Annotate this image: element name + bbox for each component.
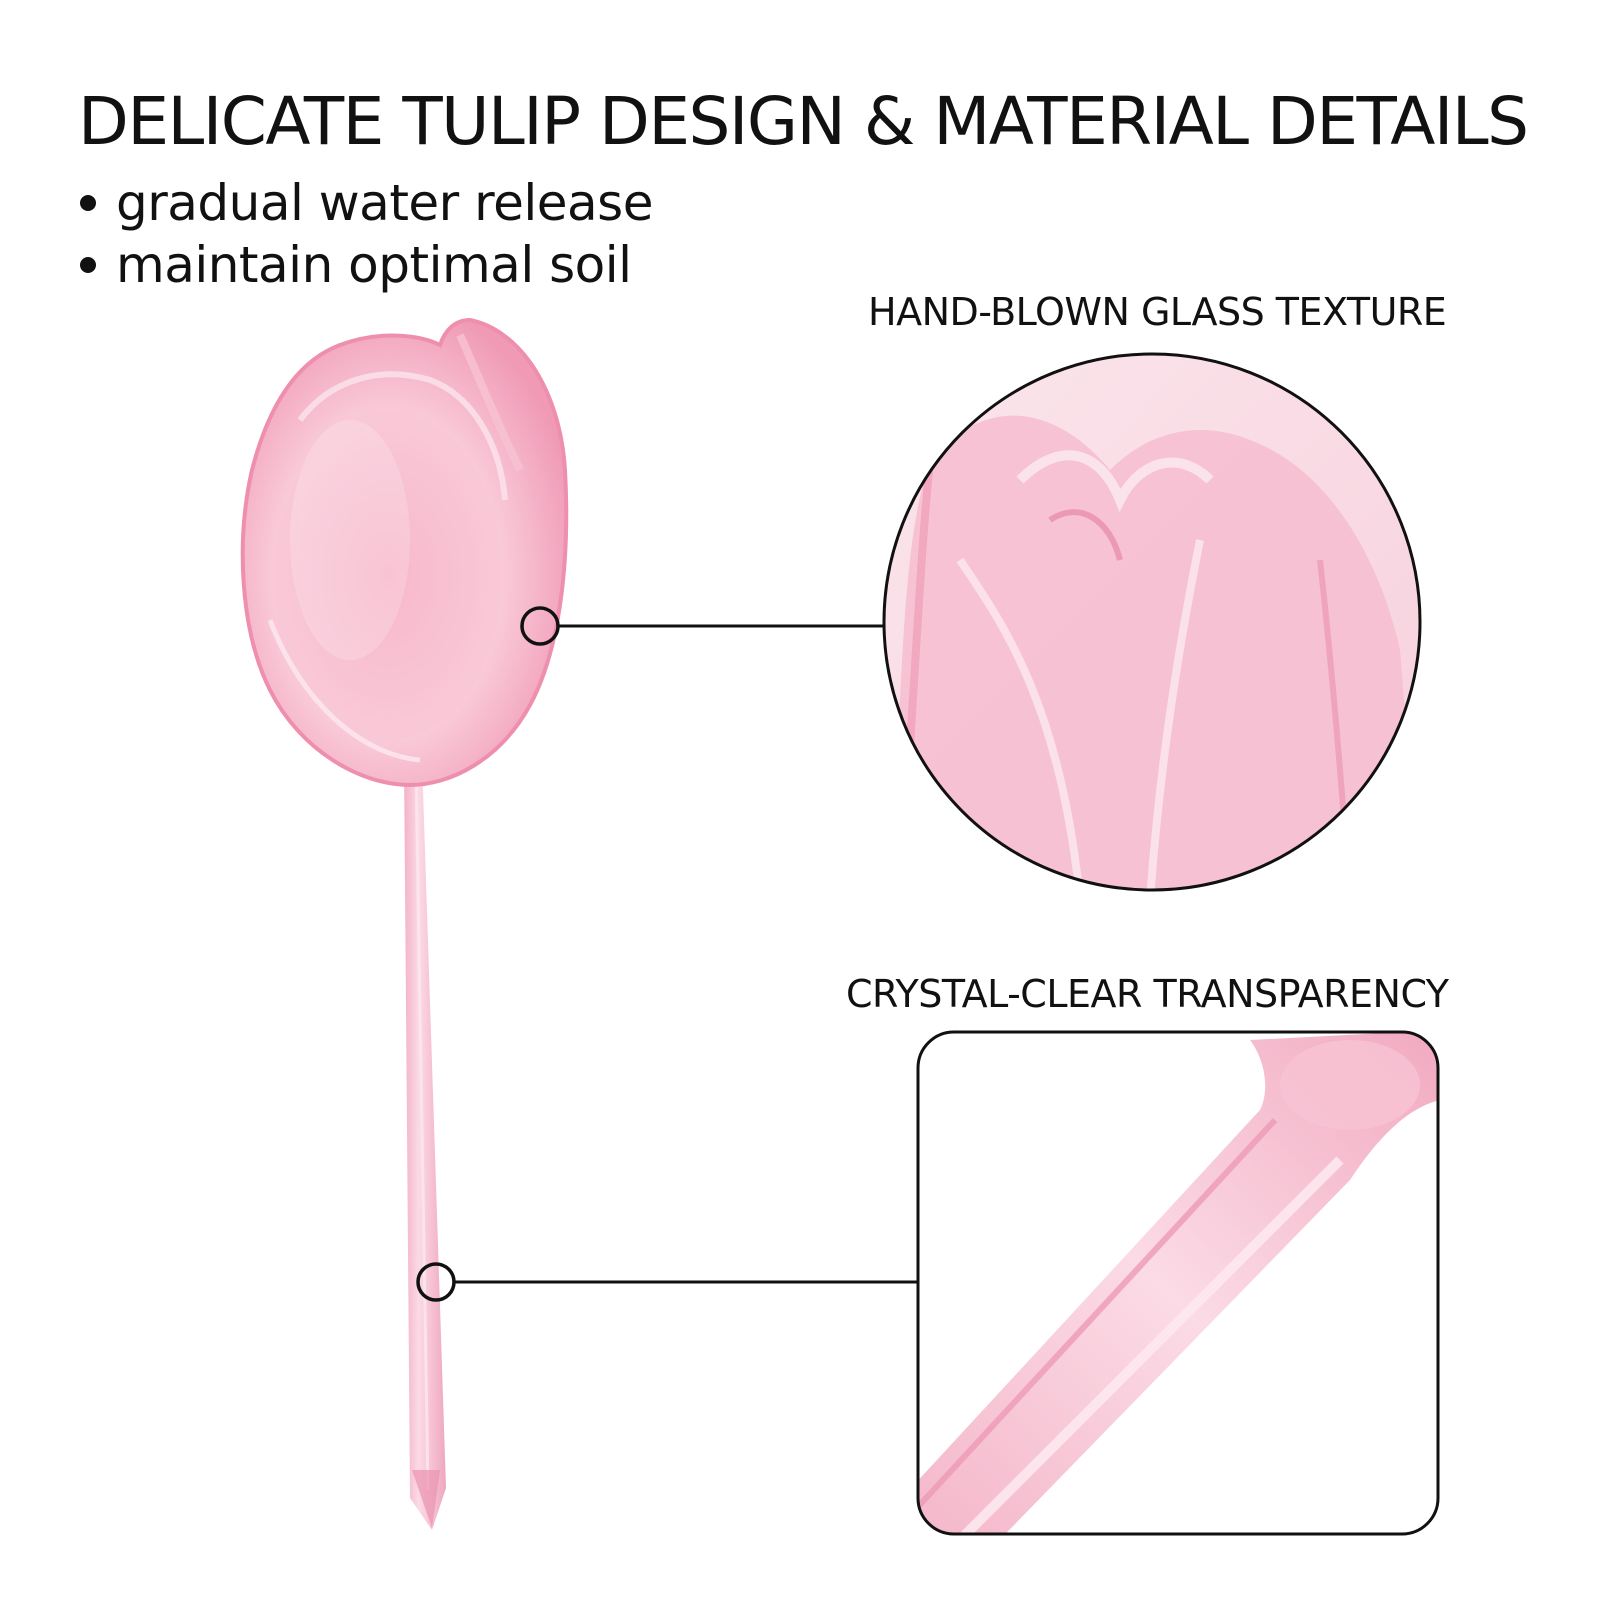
bullet-dot-icon	[80, 194, 96, 211]
callout-label-texture: HAND-BLOWN GLASS TEXTURE	[868, 290, 1447, 334]
texture-zoom-circle	[882, 352, 1422, 892]
feature-text: gradual water release	[116, 174, 653, 232]
feature-list: gradual water release maintain optimal s…	[80, 172, 653, 296]
feature-item: gradual water release	[80, 172, 653, 234]
callout-line-transparency	[416, 1262, 918, 1302]
page-title: DELICATE TULIP DESIGN & MATERIAL DETAILS	[78, 83, 1529, 160]
tulip-bud	[240, 317, 569, 788]
transparency-zoom-box	[916, 1030, 1440, 1536]
callout-line-texture	[520, 606, 884, 646]
bullet-dot-icon	[80, 256, 96, 273]
callout-label-transparency: CRYSTAL-CLEAR TRANSPARENCY	[846, 972, 1449, 1016]
feature-item: maintain optimal soil	[80, 234, 653, 296]
tulip-stem	[404, 760, 446, 1530]
feature-text: maintain optimal soil	[116, 236, 632, 294]
